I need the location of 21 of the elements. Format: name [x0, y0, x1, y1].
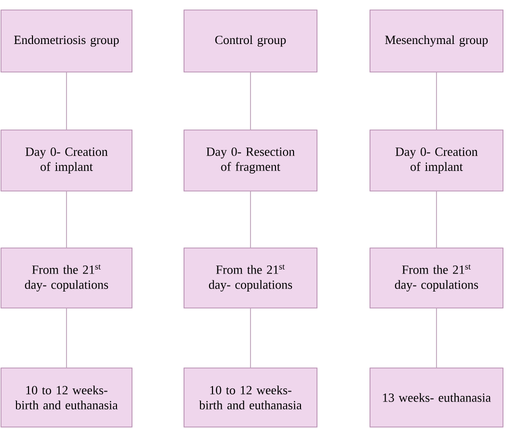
- process-box: 13 weeks- euthanasia: [370, 368, 504, 428]
- process-box: 10 to 12 weeks- birth and euthanasia: [184, 368, 318, 428]
- connector-line: [436, 72, 437, 130]
- connector-line: [66, 308, 67, 368]
- process-box: 10 to 12 weeks- birth and euthanasia: [0, 368, 132, 428]
- process-box: Day 0- Creation of implant: [0, 130, 132, 192]
- connector-line: [66, 72, 67, 130]
- connector-line: [250, 72, 251, 130]
- connector-line: [250, 191, 251, 248]
- process-box: Day 0- Resection of fragment: [184, 130, 318, 192]
- process-box: From the 21$^{st}$ day- copulations: [370, 248, 504, 308]
- process-box: Control group: [184, 10, 318, 72]
- connector-line: [250, 308, 251, 368]
- process-box: From the 21$^{st}$ day- copulations: [0, 248, 132, 308]
- connector-line: [66, 191, 67, 248]
- process-box: Day 0- Creation of implant: [370, 130, 504, 192]
- connector-line: [436, 308, 437, 368]
- connector-line: [436, 191, 437, 248]
- process-box: Endometriosis group: [0, 10, 132, 72]
- process-box: Mesenchymal group: [370, 10, 504, 72]
- process-box: From the 21$^{st}$ day- copulations: [184, 248, 318, 308]
